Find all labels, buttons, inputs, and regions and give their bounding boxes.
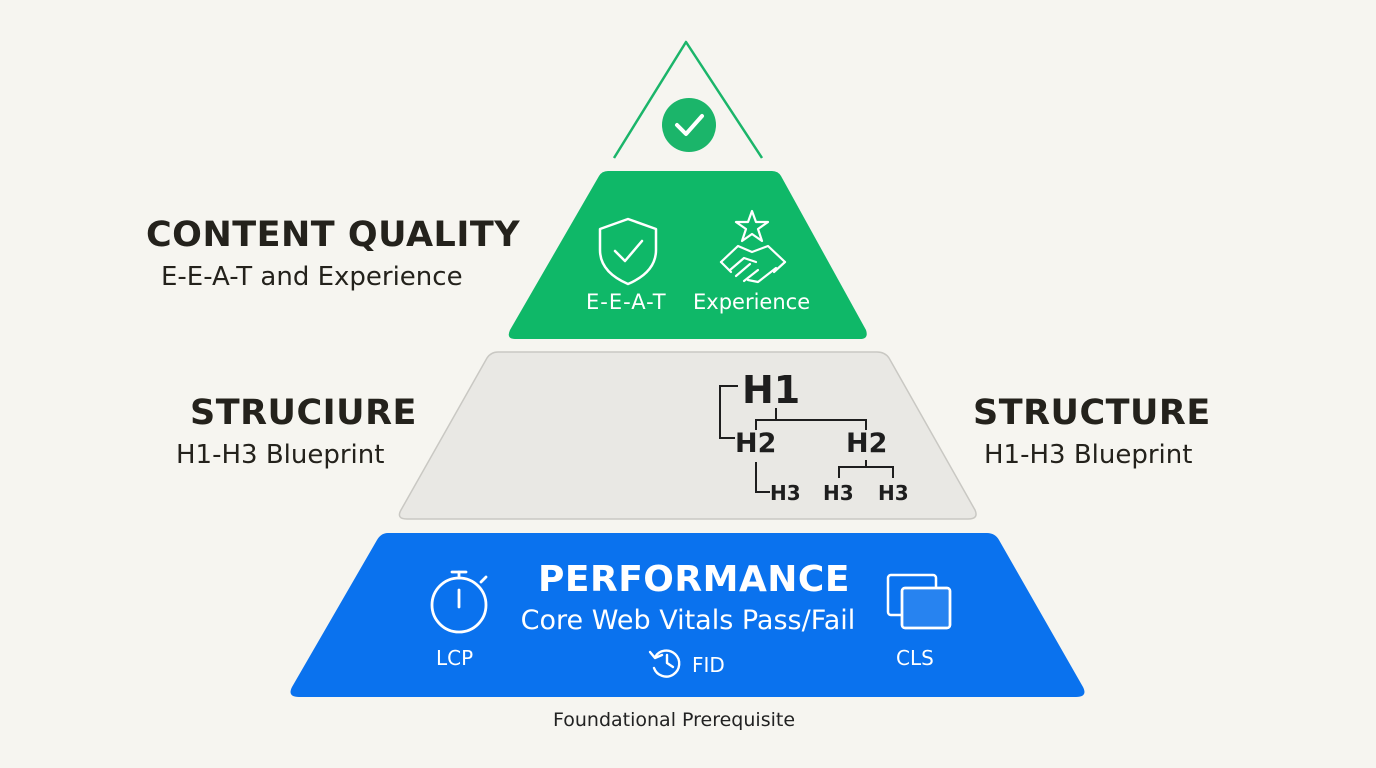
performance-subtitle: Core Web Vitals Pass/Fail <box>520 605 856 636</box>
stopwatch-icon <box>430 570 488 634</box>
structure-right-title: STRUCTURE <box>973 393 1211 433</box>
performance-tier <box>290 533 1085 697</box>
history-icon <box>648 649 681 678</box>
structure-tier <box>398 351 977 520</box>
tree-h3-a: H3 <box>770 481 801 505</box>
tree-h2-left: H2 <box>735 428 777 459</box>
structure-left-title: STRUCIURE <box>190 393 417 433</box>
structure-right-subtitle: H1-H3 Blueprint <box>984 440 1193 470</box>
performance-title: PERFORMANCE <box>538 559 850 600</box>
structure-left-subtitle: H1-H3 Blueprint <box>176 440 385 470</box>
cls-label: CLS <box>896 646 934 670</box>
tree-h3-c: H3 <box>878 481 909 505</box>
eeat-label: E-E-A-T <box>586 290 667 314</box>
content-quality-tier <box>508 171 867 339</box>
layers-icon <box>886 573 952 630</box>
fid-label: FID <box>692 653 725 677</box>
content-quality-subtitle: E-E-A-T and Experience <box>161 262 463 292</box>
check-circle-icon <box>662 98 716 152</box>
lcp-label: LCP <box>436 646 474 670</box>
footer-caption: Foundational Prerequisite <box>553 709 796 731</box>
handshake-star-icon <box>719 209 787 284</box>
heading-tree-lines <box>719 385 894 493</box>
apex-outline <box>612 40 764 159</box>
tree-h3-b: H3 <box>823 481 854 505</box>
tree-h2-right: H2 <box>846 428 888 459</box>
experience-label: Experience <box>693 290 811 314</box>
shield-check-icon <box>598 217 658 286</box>
tree-h1: H1 <box>742 368 801 412</box>
content-quality-title: CONTENT QUALITY <box>146 215 521 255</box>
